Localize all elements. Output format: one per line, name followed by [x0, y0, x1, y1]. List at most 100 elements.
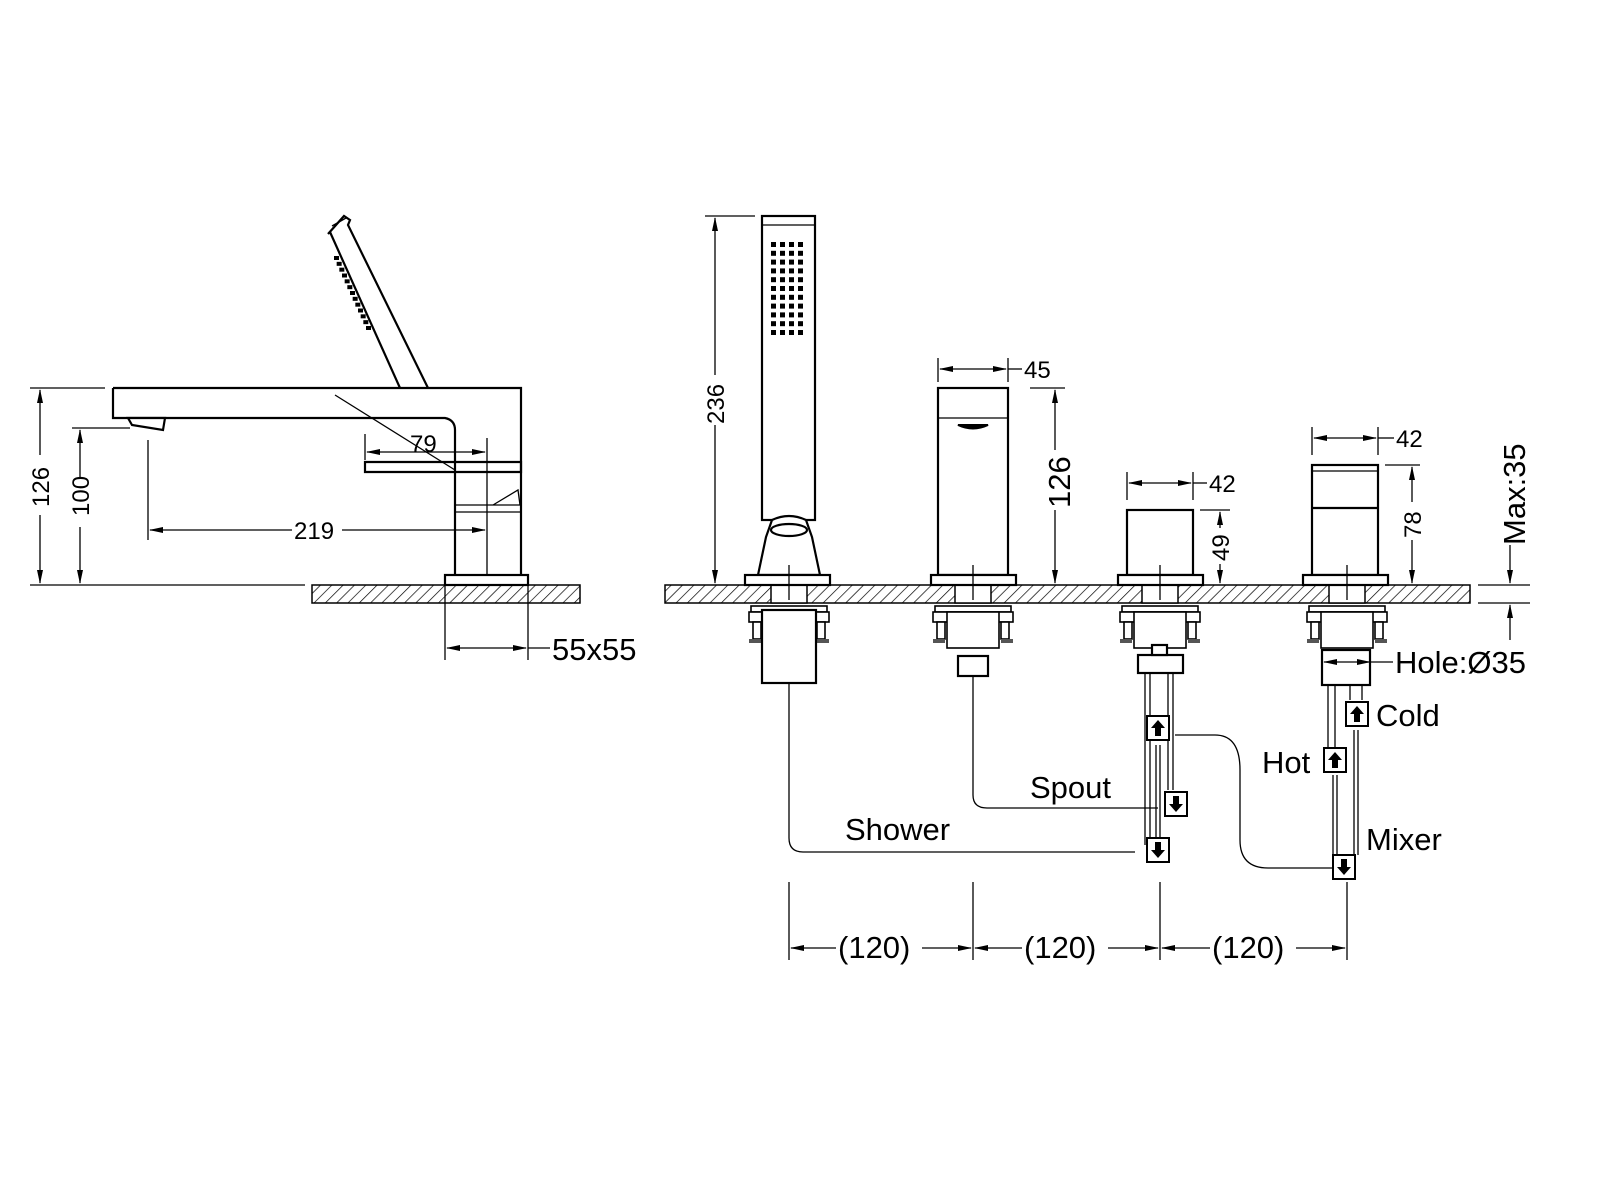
label-mixer: Mixer	[1366, 822, 1442, 857]
deck-section	[664, 584, 1471, 604]
nozzle	[780, 259, 785, 265]
nozzle	[798, 259, 803, 265]
front-view: Shower Spout Hot Cold Mixer 236 45 126 4…	[664, 214, 1532, 965]
nozzle	[780, 321, 785, 327]
label-hot: Hot	[1262, 745, 1311, 780]
pitch-spout-diverter: (120)	[1024, 930, 1096, 965]
nozzle	[789, 321, 794, 327]
nozzle	[771, 277, 776, 283]
nozzle	[771, 294, 776, 300]
nozzle	[789, 277, 794, 283]
deck-section	[311, 584, 581, 604]
nozzle	[798, 268, 803, 274]
nozzle	[798, 277, 803, 283]
lever-handle	[363, 460, 523, 474]
nozzle	[355, 302, 361, 307]
nozzle	[366, 326, 371, 330]
dim-spout-height: 126	[1042, 456, 1077, 508]
dim-mixer-width: 42	[1396, 426, 1423, 453]
nozzle	[780, 242, 785, 247]
nozzle	[780, 268, 785, 274]
dim-spout-height: 100	[68, 476, 95, 516]
nozzle	[336, 261, 342, 266]
nozzle	[350, 291, 355, 295]
label-cold: Cold	[1376, 698, 1440, 733]
nozzle	[780, 312, 785, 318]
nozzle	[780, 250, 785, 256]
hose-arrow-cold-icon	[1345, 701, 1369, 727]
nozzle	[334, 256, 339, 260]
dim-hole: Hole:Ø35	[1395, 645, 1526, 680]
nozzle	[780, 294, 785, 300]
nozzle	[342, 273, 347, 278]
dim-handshower-height: 236	[703, 384, 730, 424]
nozzle	[771, 330, 776, 335]
dim-deck-max: Max:35	[1497, 443, 1532, 545]
base-plate	[443, 573, 530, 587]
nozzle	[780, 303, 785, 309]
nozzle	[771, 268, 776, 274]
nozzle	[798, 312, 803, 318]
nozzle	[789, 294, 794, 300]
spout-front	[929, 386, 1018, 587]
nozzle	[771, 321, 776, 327]
nozzle	[789, 268, 794, 274]
nozzle	[789, 259, 794, 265]
pitch-diverter-mixer: (120)	[1212, 930, 1284, 965]
dim-diverter-height: 49	[1208, 534, 1235, 561]
nozzle	[789, 250, 794, 256]
dim-total-height: 126	[28, 467, 55, 507]
nozzle	[771, 250, 776, 256]
shower-connector	[760, 608, 818, 685]
dim-diverter-width: 42	[1209, 471, 1236, 498]
dim-mixer-height: 78	[1400, 511, 1427, 538]
nozzle	[352, 296, 358, 301]
nozzle	[789, 242, 794, 247]
nozzle	[771, 303, 776, 309]
side-view: 126 100 219 79 55x55	[28, 214, 636, 667]
nozzle	[339, 267, 345, 272]
mixer-front	[1301, 463, 1390, 587]
nozzle	[798, 321, 803, 327]
dim-base: 55x55	[552, 632, 636, 667]
nozzle	[771, 312, 776, 318]
handshower-front	[743, 214, 832, 587]
mounting-nut	[1306, 605, 1388, 649]
nozzle	[771, 286, 776, 291]
hose-arrow-hot-icon	[1323, 747, 1347, 773]
nozzle	[347, 285, 353, 290]
nozzle	[798, 294, 803, 300]
nozzle	[789, 286, 794, 291]
mounting-nut	[932, 605, 1014, 649]
spout-body	[113, 386, 523, 575]
nozzle	[344, 279, 350, 284]
nozzle	[798, 242, 803, 247]
label-shower: Shower	[845, 812, 950, 847]
mounting-nut	[1119, 605, 1201, 649]
nozzle	[798, 286, 803, 291]
handshower-side	[327, 214, 429, 389]
hose-arrow-mixer-out-icon	[1146, 715, 1170, 741]
aerator	[126, 416, 167, 432]
nozzle	[360, 314, 366, 319]
nozzle	[789, 330, 794, 335]
pitch-shower-spout: (120)	[838, 930, 910, 965]
nozzle	[798, 250, 803, 256]
nozzle	[789, 312, 794, 318]
nozzle	[798, 330, 803, 335]
nozzle	[798, 303, 803, 309]
nozzle	[780, 277, 785, 283]
hose-arrow-shower-icon	[1146, 837, 1170, 863]
dim-spout-width: 45	[1024, 357, 1051, 384]
dim-reach: 219	[294, 518, 334, 545]
nozzle	[363, 320, 369, 325]
spout-underside	[111, 388, 457, 575]
hose-arrow-mixer-icon	[1332, 854, 1356, 880]
nozzle	[789, 303, 794, 309]
hose-arrow-spout-icon	[1164, 791, 1188, 817]
nozzle	[358, 308, 363, 313]
nozzle	[780, 330, 785, 335]
spout-connector	[956, 654, 990, 678]
nozzle	[771, 259, 776, 265]
